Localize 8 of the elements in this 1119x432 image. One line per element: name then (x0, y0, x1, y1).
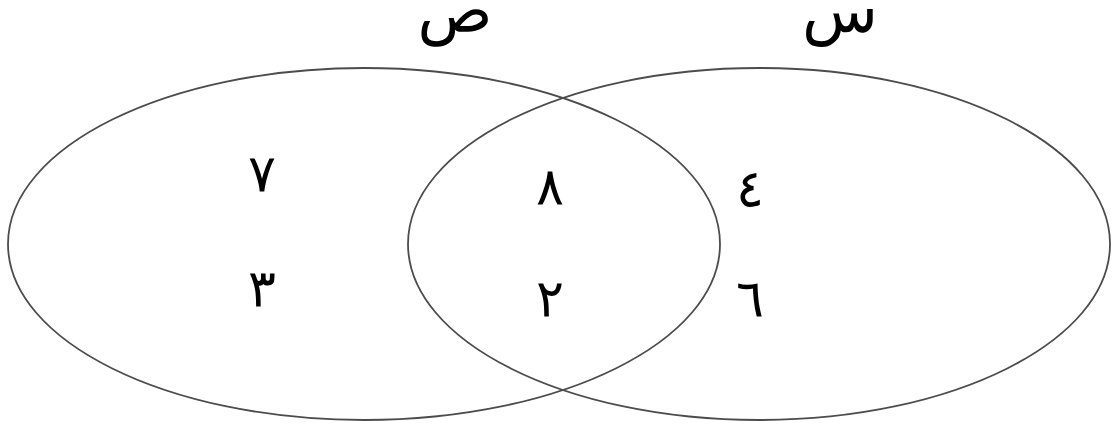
region-count: ٤ (740, 173, 760, 207)
region-count: ٣ (249, 273, 275, 307)
region-count: ٦ (738, 283, 762, 317)
region-count: ٨ (537, 171, 563, 205)
node-label: ص (421, 9, 488, 47)
region-count: ٢ (538, 283, 562, 317)
node-label: س (806, 9, 873, 47)
region-count: ٧ (249, 158, 275, 192)
